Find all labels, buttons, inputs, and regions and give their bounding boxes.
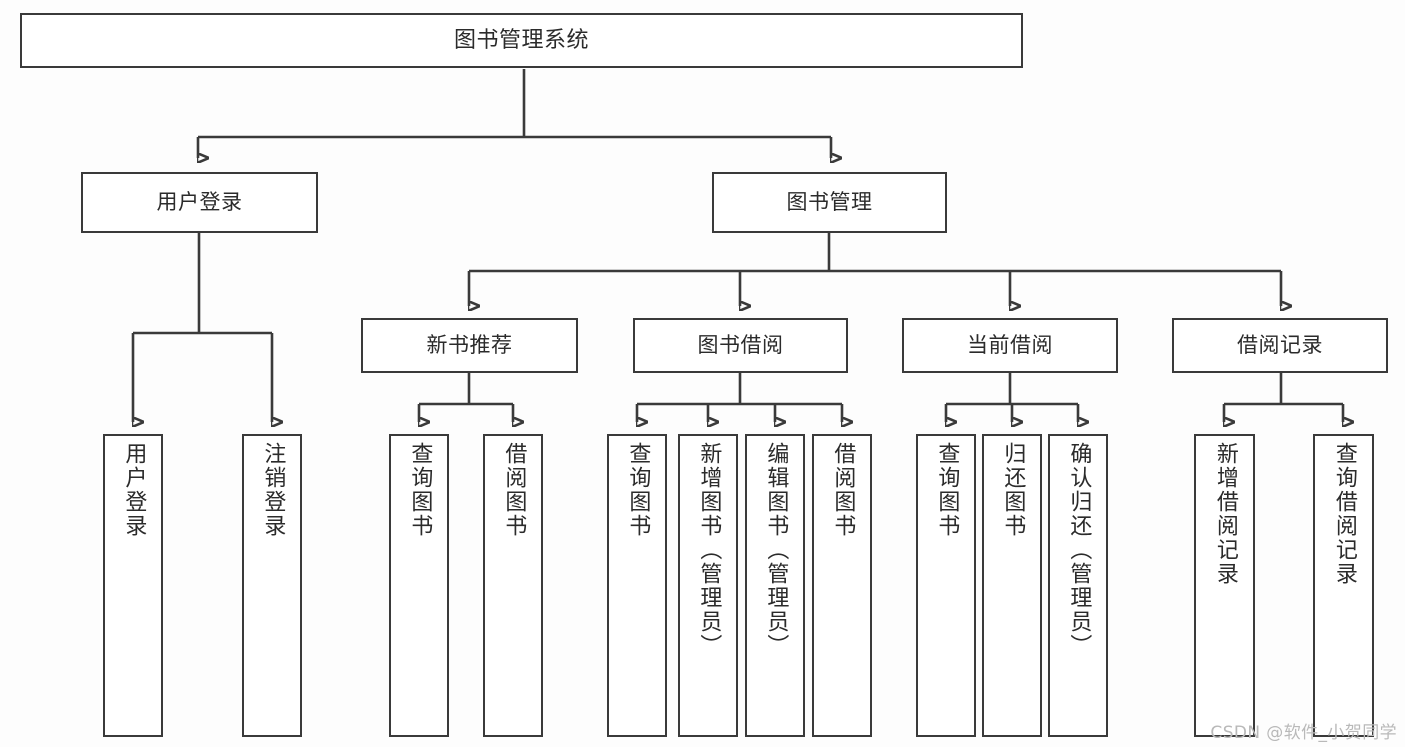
- node-current-borrow-label: 当前借阅: [967, 333, 1053, 357]
- node-leaf-query-book-3[interactable]: 查询图书: [916, 434, 976, 737]
- node-leaf-confirm-return[interactable]: 确认归还（管理员）: [1048, 434, 1108, 737]
- node-borrow-record-label: 借阅记录: [1237, 333, 1323, 357]
- node-leaf-confirm-return-label: 确认归还（管理员）: [1066, 442, 1092, 658]
- node-book-borrow[interactable]: 图书借阅: [633, 318, 848, 373]
- node-leaf-add-record-label: 新增借阅记录: [1212, 442, 1238, 586]
- node-book-borrow-label: 图书借阅: [697, 333, 784, 357]
- node-leaf-borrow-book-2-label: 借阅图书: [830, 442, 856, 538]
- node-leaf-user-login[interactable]: 用户登录: [103, 434, 163, 737]
- node-leaf-query-record-label: 查询借阅记录: [1331, 442, 1357, 586]
- csdn-watermark: CSDN @软件_小贺同学: [1210, 723, 1397, 743]
- node-leaf-add-record[interactable]: 新增借阅记录: [1194, 434, 1255, 737]
- node-user-login-label: 用户登录: [156, 190, 243, 214]
- node-leaf-return-book-label: 归还图书: [1000, 442, 1026, 538]
- node-leaf-user-logout-label: 注销登录: [260, 442, 286, 538]
- node-root[interactable]: 图书管理系统: [20, 13, 1023, 68]
- node-borrow-record[interactable]: 借阅记录: [1172, 318, 1388, 373]
- node-leaf-query-book-2-label: 查询图书: [625, 442, 651, 538]
- node-book-manage-label: 图书管理: [786, 190, 873, 214]
- node-root-label: 图书管理系统: [453, 27, 589, 53]
- node-leaf-return-book[interactable]: 归还图书: [982, 434, 1042, 737]
- node-user-login[interactable]: 用户登录: [81, 172, 318, 233]
- node-leaf-query-book-1[interactable]: 查询图书: [389, 434, 449, 737]
- node-leaf-query-record[interactable]: 查询借阅记录: [1313, 434, 1374, 737]
- node-leaf-add-book[interactable]: 新增图书（管理员）: [678, 434, 738, 737]
- node-leaf-query-book-2[interactable]: 查询图书: [607, 434, 667, 737]
- node-leaf-user-logout[interactable]: 注销登录: [242, 434, 302, 737]
- node-leaf-query-book-1-label: 查询图书: [407, 442, 433, 538]
- node-new-book-recommend-label: 新书推荐: [426, 333, 513, 357]
- node-leaf-borrow-book-2[interactable]: 借阅图书: [812, 434, 872, 737]
- node-book-manage[interactable]: 图书管理: [712, 172, 947, 233]
- node-leaf-edit-book-label: 编辑图书（管理员）: [763, 442, 789, 658]
- node-leaf-query-book-3-label: 查询图书: [934, 442, 960, 538]
- node-leaf-borrow-book-1[interactable]: 借阅图书: [483, 434, 543, 737]
- node-leaf-borrow-book-1-label: 借阅图书: [501, 442, 527, 538]
- node-leaf-edit-book[interactable]: 编辑图书（管理员）: [745, 434, 805, 737]
- node-leaf-user-login-label: 用户登录: [121, 442, 147, 538]
- node-current-borrow[interactable]: 当前借阅: [902, 318, 1118, 373]
- node-leaf-add-book-label: 新增图书（管理员）: [696, 442, 722, 658]
- node-new-book-recommend[interactable]: 新书推荐: [361, 318, 578, 373]
